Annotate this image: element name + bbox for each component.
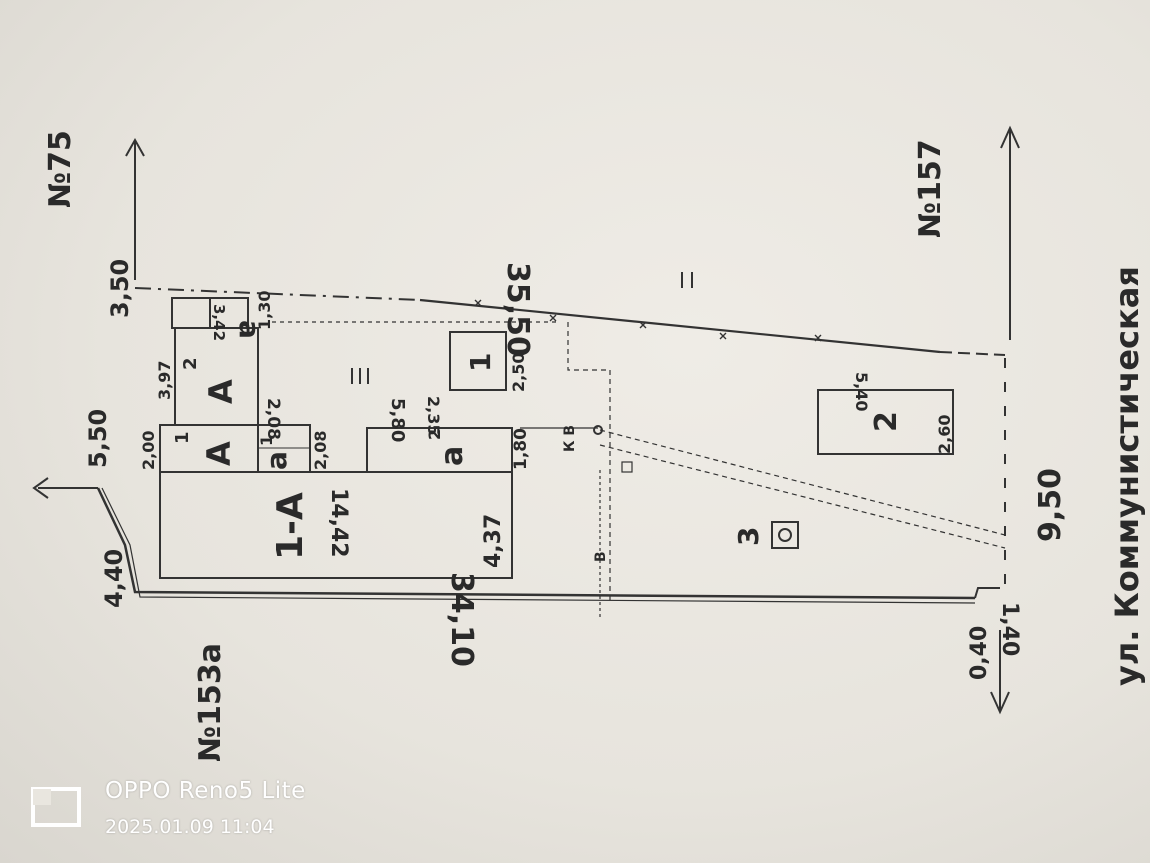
building-a1-label: А [200, 441, 238, 466]
arrow-right-head [1000, 125, 1020, 149]
utility-line-2 [599, 444, 1006, 549]
building-a2-sup: 2 [180, 357, 201, 370]
utility-line-1 [599, 429, 1006, 536]
arrow-bottom-head [990, 691, 1010, 715]
camera-logo-icon [31, 787, 81, 827]
building-a-w: 3,42 [210, 304, 228, 341]
building-2-label: 2 [869, 411, 904, 432]
well-square [771, 521, 799, 549]
building-2-len: 5,40 [852, 372, 871, 411]
dim-right-side: 35,50 [500, 262, 535, 357]
building-1a-wid: 4,37 [481, 514, 506, 568]
building-a2-wid: 2,08 [263, 398, 283, 440]
dim-corner-a: 0,40 [967, 626, 992, 680]
utility-kv-label: К В [562, 425, 578, 452]
boundary-right-dashed [939, 351, 1006, 356]
building-1a-len: 14,42 [326, 488, 351, 558]
building-1-wid: 2,50 [509, 353, 528, 392]
building-a2-label: А [202, 379, 240, 404]
building-a1-len: 2,00 [139, 431, 158, 470]
building-a2-small-len: 5,80 [387, 398, 408, 442]
building-1-len: 2,35 [424, 396, 443, 435]
building-1a-label: 1-А [270, 492, 311, 560]
boundary-corner [974, 587, 1000, 599]
well-circle [778, 528, 792, 542]
building-1-label: 1 [464, 353, 497, 372]
building-a2-small-label: а [435, 446, 470, 466]
boundary-right [419, 298, 941, 354]
building-1 [449, 331, 507, 391]
building-a1-small-label: а [260, 451, 293, 470]
building-2 [817, 389, 954, 455]
building-2-wid: 2,60 [935, 415, 954, 454]
building-a2-small-sup: 2 [425, 429, 444, 440]
utility-v-label: В [593, 551, 609, 562]
building-a-label: а [233, 320, 266, 339]
camera-watermark: OPPO Reno5 Lite 2025.01.09 11:04 [30, 774, 340, 844]
building-a2 [174, 327, 259, 426]
building-a2-small-wid: 1,80 [511, 428, 531, 470]
zone-3-label: 3 [732, 527, 765, 546]
boundary-left-inner [101, 487, 976, 604]
building-a1-small-len: 2,08 [311, 431, 330, 470]
dim-top-b: 3,50 [106, 259, 134, 318]
watermark-device: OPPO Reno5 Lite [105, 778, 306, 804]
neighbor-right-label: №157 [913, 139, 948, 238]
dim-top-a: 5,50 [84, 409, 112, 468]
dim-top-left: 4,40 [100, 549, 128, 608]
boundary-left [96, 487, 976, 600]
building-a1-small-sup: 1 [257, 435, 276, 446]
building-a2-len: 3,97 [155, 361, 174, 400]
building-a-h: 1,30 [255, 291, 274, 330]
building-1a [159, 471, 513, 579]
building-a2-small [366, 427, 513, 473]
arrow-top-head [125, 137, 145, 157]
street-label: ул. Коммунистическая [1108, 266, 1146, 686]
dim-street-side: 9,50 [1033, 468, 1068, 542]
dim-corner-b: 1,40 [997, 602, 1022, 656]
arrow-left-head [32, 477, 49, 499]
dim-left-side: 34,10 [444, 572, 479, 667]
watermark-datetime: 2025.01.09 11:04 [105, 816, 275, 838]
neighbor-top-label: №75 [43, 130, 78, 208]
boundary-top-dashed [134, 287, 421, 301]
neighbor-bottom-label: №153а [193, 643, 228, 762]
building-a1-sup: 1 [172, 431, 193, 444]
